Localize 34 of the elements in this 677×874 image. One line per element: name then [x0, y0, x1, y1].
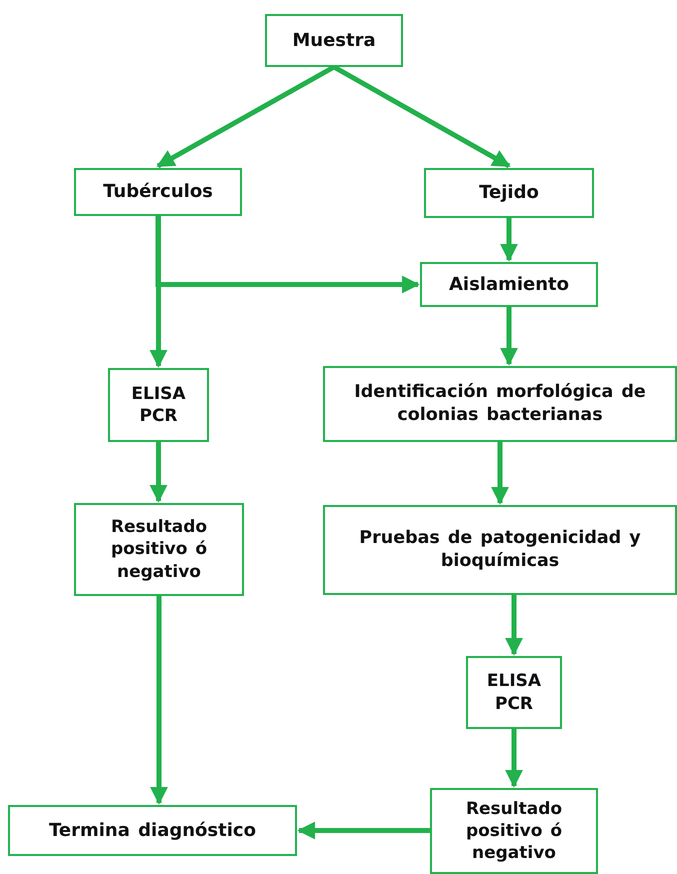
arrow	[150, 442, 168, 503]
box-label: Resultado positivo ó negativo	[464, 798, 564, 864]
process-box	[466, 656, 562, 729]
process-box	[420, 262, 598, 307]
process-box	[424, 168, 594, 218]
arrow	[297, 822, 430, 840]
box-label: Resultado positivo ó negativo	[110, 516, 208, 583]
process-box	[265, 14, 403, 67]
arrow	[150, 596, 168, 805]
box-label: Identificación morfológica de colonias bacterianas	[353, 381, 647, 427]
process-box	[323, 505, 677, 595]
arrow	[505, 729, 523, 788]
box-label: Aislamiento	[448, 272, 570, 296]
arrow	[156, 64, 336, 168]
arrow	[500, 218, 518, 262]
process-box	[74, 503, 244, 596]
process-box	[108, 368, 209, 442]
arrow	[150, 216, 168, 368]
process-box	[8, 805, 297, 856]
arrow	[505, 595, 523, 656]
arrow	[332, 64, 511, 168]
arrow	[491, 442, 509, 505]
process-box	[323, 366, 677, 442]
box-label: ELISA PCR	[130, 382, 187, 428]
box-label: ELISA PCR	[486, 670, 542, 715]
box-label: Termina diagnóstico	[49, 818, 256, 842]
box-label: Tubérculos	[103, 180, 213, 204]
box-label: Muestra	[292, 28, 376, 52]
process-box	[74, 168, 242, 216]
arrow	[156, 216, 420, 294]
process-box	[430, 788, 598, 874]
box-label: Tejido	[479, 181, 539, 205]
box-label: Pruebas de patogenicidad y bioquímicas	[358, 527, 642, 573]
arrow	[500, 307, 518, 366]
